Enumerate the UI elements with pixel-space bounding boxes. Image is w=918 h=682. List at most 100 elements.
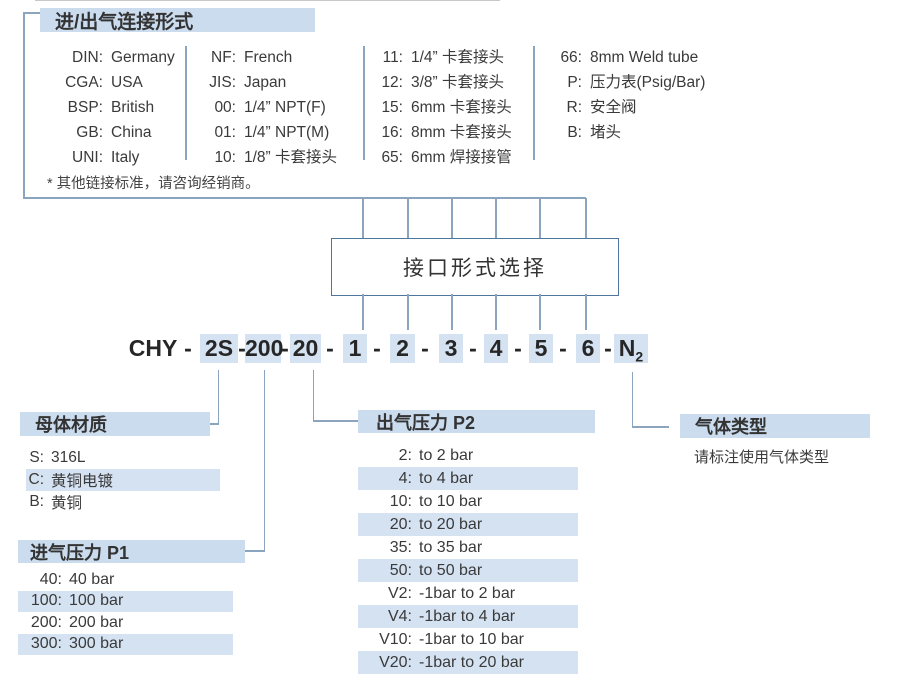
outlet-pressure-header-label: 出气压力 P2 <box>376 412 476 433</box>
drop-line-top-4 <box>495 198 497 238</box>
footnote: * 其他链接标准，请咨询经销商。 <box>47 176 260 192</box>
gas-type-header-label: 气体类型 <box>695 417 767 437</box>
table-row: BSP:British <box>40 95 175 120</box>
row-value: 1/4” NPT(M) <box>244 124 330 141</box>
connector-outlet-horizontal <box>313 420 358 422</box>
row-value: 堵头 <box>590 124 622 141</box>
row-value: 6mm 焊接接管 <box>411 149 512 166</box>
table-row: UNI:Italy <box>40 145 175 170</box>
row-code: R: <box>566 99 583 116</box>
drop-line-bottom-1 <box>362 294 364 330</box>
frame-left-line <box>23 12 25 198</box>
row-code: DIN: <box>72 49 103 66</box>
table-row: 15: 6mm 卡套接头 <box>374 95 512 120</box>
item-code: V2: <box>387 584 412 602</box>
row-value: Germany <box>111 49 175 66</box>
table-row: JIS:Japan <box>196 70 337 95</box>
code-dash: - <box>373 335 381 361</box>
list-item: 20: to 20 bar <box>358 513 578 536</box>
row-code: JIS: <box>209 74 236 91</box>
item-value: -1bar to 20 bar <box>419 653 524 671</box>
row-value: Italy <box>111 149 140 166</box>
list-item: 40:40 bar <box>18 569 233 591</box>
table-row: 66:8mm Weld tube <box>551 45 705 70</box>
row-value: 1/4” 卡套接头 <box>411 49 505 66</box>
inlet-pressure-list: 40:40 bar 100:100 bar 200:200 bar 300:30… <box>18 569 233 655</box>
item-code: 50: <box>389 561 412 579</box>
item-value: to 20 bar <box>419 515 483 533</box>
list-item: 10:to 10 bar <box>358 490 578 513</box>
list-item: B:黄铜 <box>26 491 220 513</box>
drop-line-bottom-3 <box>451 294 453 330</box>
list-item: V10:-1bar to 10 bar <box>358 628 578 651</box>
item-value: to 50 bar <box>419 561 483 579</box>
table-row: R:安全阀 <box>551 95 705 120</box>
item-value: -1bar to 10 bar <box>419 630 524 648</box>
item-code: S: <box>29 449 44 466</box>
row-code: 66: <box>560 49 582 66</box>
code-prefix: CHY <box>128 335 178 361</box>
list-item: 50: to 50 bar <box>358 559 578 582</box>
row-value: 1/8” 卡套接头 <box>244 149 338 166</box>
item-value: to 35 bar <box>419 538 483 556</box>
item-value: -1bar to 2 bar <box>419 584 516 602</box>
row-code: P: <box>567 74 582 91</box>
code-dash: - <box>421 335 429 361</box>
row-code: 15: <box>381 99 403 116</box>
item-value: to 4 bar <box>419 469 474 487</box>
code-dash: - <box>184 335 192 361</box>
port-selection-label: 接口形式选择 <box>403 257 547 280</box>
list-item: V20:-1bar to 20 bar <box>358 651 578 674</box>
item-code: 20: <box>389 515 412 533</box>
outlet-pressure-header: 出气压力 P2 <box>358 410 595 433</box>
inlet-pressure-header: 进气压力 P1 <box>18 540 245 563</box>
row-code: 00: <box>214 99 236 116</box>
table-row: DIN: Germany <box>40 45 175 70</box>
gas-symbol-subscript: 2 <box>635 348 644 365</box>
code-dash: - <box>281 335 289 361</box>
code-dash: - <box>559 335 567 361</box>
drop-line-top-6 <box>585 198 587 238</box>
connection-column-fittings: 11:1/4” 卡套接头 12:3/8” 卡套接头 15:6mm 卡套接头 16… <box>374 45 512 170</box>
row-code: 11: <box>382 49 403 66</box>
frame-bottom-line <box>23 197 586 199</box>
page-top-crop-line <box>35 0 500 1</box>
item-value: 300 bar <box>69 635 124 653</box>
connector-outlet-vertical <box>312 370 314 421</box>
code-segment-port-6: 6 <box>576 334 600 363</box>
code-dash: - <box>469 335 477 361</box>
list-item: 300: 300 bar <box>18 633 233 655</box>
connection-column-accessories: 66:8mm Weld tube P:压力表(Psig/Bar) R:安全阀 B… <box>551 45 705 145</box>
item-code: 40: <box>39 570 62 588</box>
connector-material-horizontal <box>203 423 219 425</box>
connector-gas-horizontal <box>632 426 669 428</box>
item-value: 100 bar <box>69 592 124 610</box>
code-segment-port-1: 1 <box>343 334 367 363</box>
drop-line-top-1 <box>362 198 364 238</box>
item-code: V4: <box>387 607 412 625</box>
code-segment-material: 2S <box>200 334 238 363</box>
row-value: 1/4” NPT(F) <box>244 99 326 116</box>
list-item: C:黄铜电镀 <box>26 469 220 491</box>
row-value: China <box>111 124 152 141</box>
row-code: BSP: <box>67 99 103 116</box>
list-item: V2: -1bar to 2 bar <box>358 582 578 605</box>
material-header: 母体材质 <box>20 412 210 436</box>
connector-inlet-vertical <box>263 370 265 551</box>
code-dash: - <box>604 335 612 361</box>
item-code: 300: <box>30 635 62 653</box>
code-segment-port-4: 4 <box>484 334 508 363</box>
row-code: 12: <box>381 74 403 91</box>
row-value: 8mm 卡套接头 <box>411 124 512 141</box>
code-dash: - <box>514 335 522 361</box>
row-code: 16: <box>381 124 403 141</box>
row-code: 65: <box>381 149 403 166</box>
row-value: 6mm 卡套接头 <box>411 99 512 116</box>
table-row: 65: 6mm 焊接接管 <box>374 145 512 170</box>
item-value: 200 bar <box>69 613 124 631</box>
list-item: 35:to 35 bar <box>358 536 578 559</box>
code-segment-gas-type: N2 <box>614 334 648 365</box>
connector-inlet-horizontal <box>233 550 265 552</box>
connector-material-vertical <box>217 370 219 424</box>
